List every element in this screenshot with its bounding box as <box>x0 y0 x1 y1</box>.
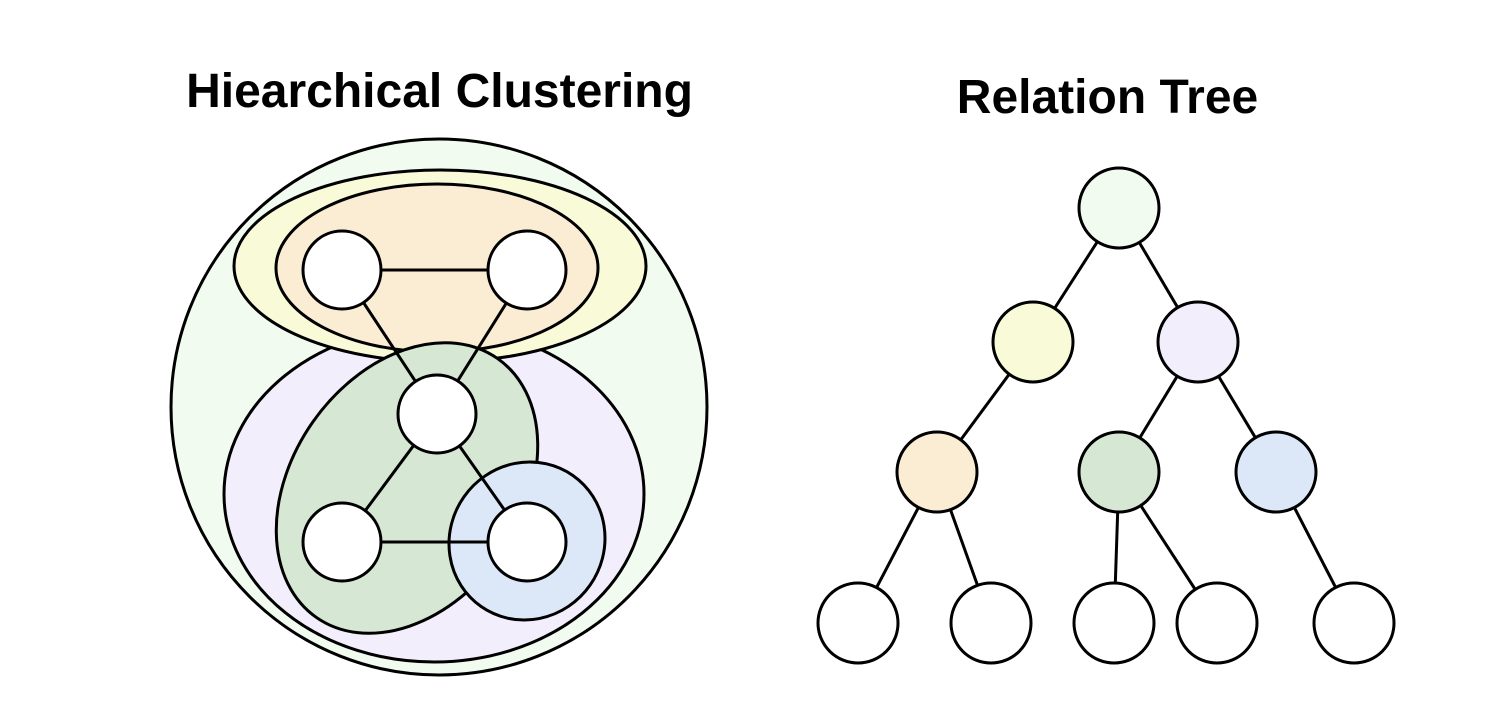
tree-node-leaf <box>1175 581 1259 665</box>
graph-node <box>301 229 383 311</box>
tree-node-green <box>1077 430 1161 514</box>
tree-node-yellow <box>991 300 1075 384</box>
tree-node-leaf <box>1312 581 1396 665</box>
tree-node-orange <box>895 430 979 514</box>
tree-nodes <box>816 166 1396 665</box>
hierarchical-clustering-title: Hiearchical Clustering <box>186 65 693 118</box>
graph-node <box>396 373 478 455</box>
tree-node-blue <box>1234 430 1318 514</box>
tree-node-root <box>1077 166 1161 250</box>
tree-edges <box>856 207 1356 624</box>
tree-node-purple <box>1156 300 1240 384</box>
relation-tree-title: Relation Tree <box>956 71 1259 124</box>
graph-nodes <box>301 229 568 583</box>
tree-node-leaf <box>816 581 900 665</box>
tree-node-leaf <box>1072 581 1156 665</box>
relation-tree-panel <box>816 166 1396 665</box>
graph-node <box>301 501 383 583</box>
graph-node <box>486 229 568 311</box>
graph-node <box>486 501 568 583</box>
tree-node-leaf <box>949 581 1033 665</box>
hierarchical-clustering-panel <box>169 137 709 677</box>
